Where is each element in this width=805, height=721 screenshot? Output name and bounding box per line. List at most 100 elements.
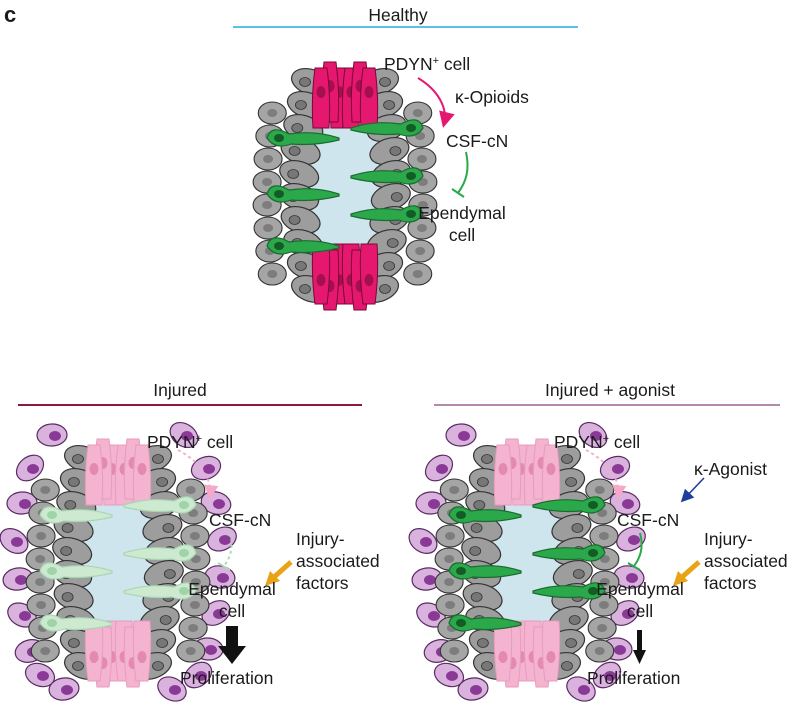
factors-line1: Injury- bbox=[296, 529, 345, 549]
csf-cn-cell bbox=[350, 205, 424, 223]
outer-ependymal-nucleus bbox=[415, 247, 426, 255]
ependymal-nucleus bbox=[379, 77, 391, 87]
proliferation-arrowhead-agonist bbox=[633, 650, 646, 664]
immune-nucleus bbox=[626, 573, 638, 583]
ependymal-nucleus bbox=[470, 523, 483, 533]
pdyn-nucleus bbox=[316, 86, 326, 98]
immune-nucleus bbox=[181, 431, 193, 441]
factors-line2: associated bbox=[296, 551, 380, 571]
proliferation-arrowhead-injured bbox=[218, 646, 246, 664]
faded-inhibition-line-injured bbox=[223, 532, 233, 567]
immune-nucleus bbox=[11, 537, 23, 547]
pdyn-sup: + bbox=[432, 55, 440, 67]
outer-ependymal-nucleus bbox=[597, 624, 608, 632]
outer-ependymal-nucleus bbox=[445, 532, 456, 540]
outer-ependymal-nucleus bbox=[189, 601, 200, 609]
ependymal-line2: cell bbox=[448, 225, 476, 245]
csf-cn-cell bbox=[532, 544, 606, 562]
csf-cn-nucleus bbox=[406, 124, 416, 132]
csf-cn-cell bbox=[532, 582, 606, 600]
ependymal-nucleus bbox=[469, 546, 482, 556]
ependymal-nucleus bbox=[159, 615, 172, 625]
ependymal-nucleus bbox=[288, 215, 301, 225]
ependymal-nucleus bbox=[67, 638, 80, 648]
ependymal-nucleus bbox=[72, 661, 84, 671]
ependymal-nucleus bbox=[383, 261, 396, 271]
pdyn-suffix: cell bbox=[609, 432, 641, 452]
csf-cn-nucleus bbox=[179, 587, 189, 595]
agonist-factors-label: Injury- associated factors bbox=[704, 528, 788, 594]
csf-cn-nucleus bbox=[274, 242, 284, 250]
csf-cn-cell bbox=[39, 506, 113, 524]
outer-ependymal-nucleus bbox=[449, 486, 460, 494]
ependymal-nucleus bbox=[162, 523, 175, 533]
immune-nucleus bbox=[213, 609, 225, 619]
csf-cn-nucleus bbox=[456, 511, 466, 519]
outer-ependymal-nucleus bbox=[416, 155, 427, 163]
healthy-title: Healthy bbox=[368, 5, 428, 25]
outer-ependymal-nucleus bbox=[40, 647, 51, 655]
immune-nucleus bbox=[604, 671, 616, 681]
inhibition-bar-healthy bbox=[451, 188, 465, 198]
factors-line1: Injury- bbox=[704, 529, 753, 549]
outer-ependymal-nucleus bbox=[267, 109, 278, 117]
csf-cn-nucleus bbox=[456, 619, 466, 627]
immune-nucleus bbox=[470, 685, 482, 695]
injured-proliferation-label: Proliferation bbox=[180, 668, 274, 688]
immune-nucleus bbox=[420, 537, 432, 547]
csf-cn-cell bbox=[532, 496, 606, 514]
csf-cn-nucleus bbox=[588, 549, 598, 557]
ependymal-nucleus bbox=[152, 661, 164, 671]
pdyn-suffix: cell bbox=[202, 432, 234, 452]
ependymal-nucleus bbox=[287, 169, 300, 179]
outer-ependymal-nucleus bbox=[35, 578, 46, 586]
injury-factor-arrow-agonist bbox=[679, 560, 701, 580]
factors-line3: factors bbox=[296, 573, 349, 593]
outer-ependymal-nucleus bbox=[412, 270, 423, 278]
pdyn-sup: + bbox=[195, 433, 203, 445]
pdyn-nucleus bbox=[89, 463, 99, 475]
csf-cn-nucleus bbox=[179, 501, 189, 509]
healthy-ependymal-label: Ependymal cell bbox=[406, 202, 518, 246]
ependymal-nucleus bbox=[64, 500, 77, 510]
ependymal-nucleus bbox=[72, 454, 84, 464]
csf-cn-nucleus bbox=[179, 549, 189, 557]
injured-ependymal-label: Ependymal cell bbox=[176, 578, 288, 622]
ependymal-nucleus bbox=[473, 500, 486, 510]
pdyn-sup: + bbox=[602, 433, 610, 445]
ependymal-nucleus bbox=[572, 569, 585, 579]
pdyn-nucleus bbox=[546, 651, 556, 663]
outer-ependymal-nucleus bbox=[594, 486, 605, 494]
immune-nucleus bbox=[428, 611, 440, 621]
healthy-csf-label: CSF-cN bbox=[446, 131, 509, 151]
ependymal-nucleus bbox=[60, 546, 73, 556]
healthy-pdyn-label: PDYN+ cell bbox=[384, 53, 470, 75]
csf-cn-nucleus bbox=[47, 567, 57, 575]
immune-nucleus bbox=[622, 499, 634, 509]
immune-nucleus bbox=[15, 575, 27, 585]
csf-cn-cell bbox=[123, 496, 197, 514]
ependymal-nucleus bbox=[383, 100, 396, 110]
immune-nucleus bbox=[628, 535, 640, 545]
ependymal-nucleus bbox=[299, 77, 311, 87]
immune-nucleus bbox=[612, 464, 624, 474]
outer-ependymal-nucleus bbox=[262, 201, 273, 209]
csf-cn-cell bbox=[448, 562, 522, 580]
csf-cn-nucleus bbox=[274, 134, 284, 142]
proliferation-arrow-shaft-injured bbox=[226, 626, 238, 650]
csf-cn-cell bbox=[266, 185, 340, 203]
csf-cn-nucleus bbox=[588, 587, 598, 595]
ependymal-line1: Ependymal bbox=[596, 579, 684, 599]
immune-nucleus bbox=[436, 464, 448, 474]
outer-ependymal-nucleus bbox=[36, 601, 47, 609]
agonist-title: Injured + agonist bbox=[545, 380, 675, 400]
csf-cn-cell bbox=[448, 614, 522, 632]
outer-ependymal-nucleus bbox=[599, 578, 610, 586]
ependymal-nucleus bbox=[476, 638, 489, 648]
injury-factor-arrow-injured bbox=[271, 560, 293, 580]
agonist-pdyn-label: PDYN+ cell bbox=[554, 431, 640, 453]
ependymal-nucleus bbox=[61, 523, 74, 533]
ependymal-nucleus bbox=[386, 238, 399, 248]
outer-ependymal-nucleus bbox=[40, 486, 51, 494]
outer-ependymal-nucleus bbox=[417, 201, 428, 209]
